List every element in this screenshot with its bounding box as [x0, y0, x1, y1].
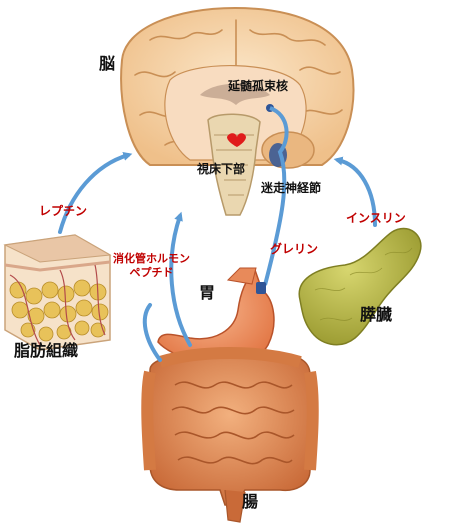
brain-label: 脳	[99, 54, 116, 73]
ghrelin-label: グレリン	[270, 242, 319, 256]
hypothalamus-label: 視床下部	[197, 162, 246, 176]
insulin-arrow	[333, 156, 377, 227]
stomach-label: 胃	[199, 283, 216, 302]
gut-peptide-label: 消化管ホルモン ペプチド	[113, 253, 190, 278]
intestine-label: 腸	[242, 492, 259, 511]
gut-peptide-line1: 消化管ホルモン	[113, 252, 190, 265]
gut-peptide-arrow	[169, 211, 192, 347]
gut-peptide-line2: ペプチド	[129, 266, 174, 279]
pancreas-illustration	[298, 227, 422, 346]
intestine-illustration	[141, 347, 319, 523]
brain-illustration	[120, 6, 355, 286]
leptin-arrow	[58, 152, 133, 234]
insulin-label: インスリン	[346, 211, 406, 225]
gut-peptide-arrow-2	[142, 303, 162, 362]
leptin-label: レプチン	[39, 204, 88, 218]
adipose-label: 脂肪組織	[14, 341, 79, 360]
nts-label: 延髄孤束核	[228, 79, 289, 93]
adipose-illustration	[3, 234, 112, 351]
signal-arrows	[58, 152, 377, 362]
vagal-ganglion-label: 迷走神経節	[261, 181, 322, 195]
pancreas-label: 膵臓	[360, 305, 393, 324]
